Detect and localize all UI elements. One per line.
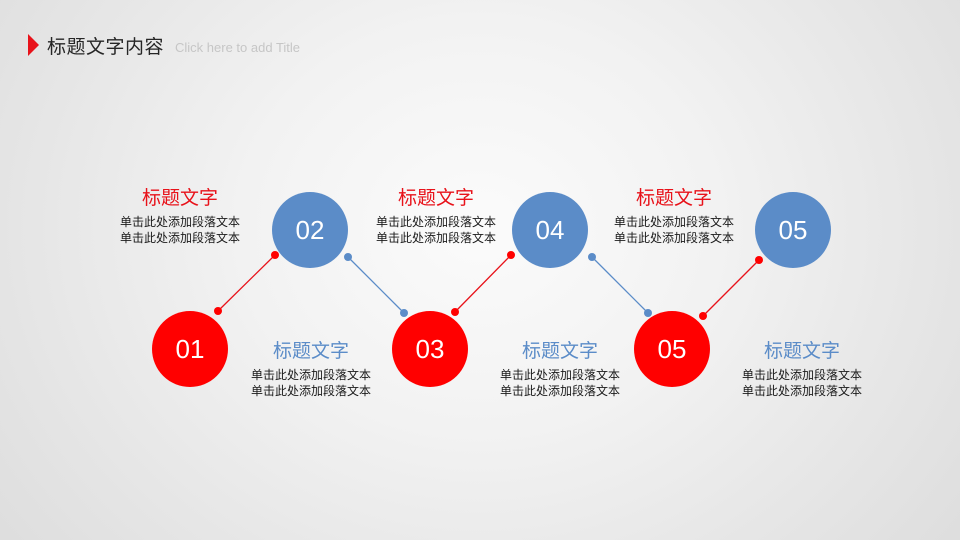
- step-body-line[interactable]: 单击此处添加段落文本: [741, 368, 862, 382]
- step-body-line[interactable]: 单击此处添加段落文本: [250, 384, 371, 398]
- step-title[interactable]: 标题文字: [141, 187, 218, 209]
- step-body-line[interactable]: 单击此处添加段落文本: [119, 231, 240, 245]
- triangle-marker-icon: [28, 34, 39, 56]
- step-text-2: 标题文字 单击此处添加段落文本 单击此处添加段落文本: [236, 339, 386, 399]
- step-body-line[interactable]: 单击此处添加段落文本: [741, 384, 862, 398]
- step-circle-2[interactable]: 02: [272, 192, 348, 268]
- step-circle-5[interactable]: 05: [634, 311, 710, 387]
- step-circle-1[interactable]: 01: [152, 311, 228, 387]
- step-text-5: 标题文字 单击此处添加段落文本 单击此处添加段落文本: [599, 186, 749, 246]
- step-body-line[interactable]: 单击此处添加段落文本: [499, 384, 620, 398]
- step-body-line[interactable]: 单击此处添加段落文本: [375, 231, 496, 245]
- step-title[interactable]: 标题文字: [272, 340, 349, 362]
- step-body-line[interactable]: 单击此处添加段落文本: [613, 231, 734, 245]
- step-text-1: 标题文字 单击此处添加段落文本 单击此处添加段落文本: [105, 186, 255, 246]
- step-body-line[interactable]: 单击此处添加段落文本: [499, 368, 620, 382]
- step-body-line[interactable]: 单击此处添加段落文本: [613, 215, 734, 229]
- step-text-3: 标题文字 单击此处添加段落文本 单击此处添加段落文本: [361, 186, 511, 246]
- step-body-line[interactable]: 单击此处添加段落文本: [250, 368, 371, 382]
- connector-05-06: [699, 256, 763, 320]
- step-text-6: 标题文字 单击此处添加段落文本 单击此处添加段落文本: [727, 339, 877, 399]
- step-title[interactable]: 标题文字: [397, 187, 474, 209]
- connector-02-03: [344, 253, 408, 317]
- step-circle-3[interactable]: 03: [392, 311, 468, 387]
- step-title[interactable]: 标题文字: [521, 340, 598, 362]
- step-body-line[interactable]: 单击此处添加段落文本: [119, 215, 240, 229]
- step-text-4: 标题文字 单击此处添加段落文本 单击此处添加段落文本: [485, 339, 635, 399]
- connector-04-05: [588, 253, 652, 317]
- connector-03-04: [451, 251, 515, 316]
- connector-01-02: [214, 251, 279, 315]
- step-title[interactable]: 标题文字: [763, 340, 840, 362]
- step-circle-4[interactable]: 04: [512, 192, 588, 268]
- step-title[interactable]: 标题文字: [635, 187, 712, 209]
- slide-subtitle-placeholder[interactable]: Click here to add Title: [175, 39, 301, 55]
- slide-header: 标题文字内容 Click here to add Title: [28, 32, 300, 58]
- slide-title[interactable]: 标题文字内容: [47, 35, 165, 58]
- step-body-line[interactable]: 单击此处添加段落文本: [375, 215, 496, 229]
- step-circle-6[interactable]: 05: [755, 192, 831, 268]
